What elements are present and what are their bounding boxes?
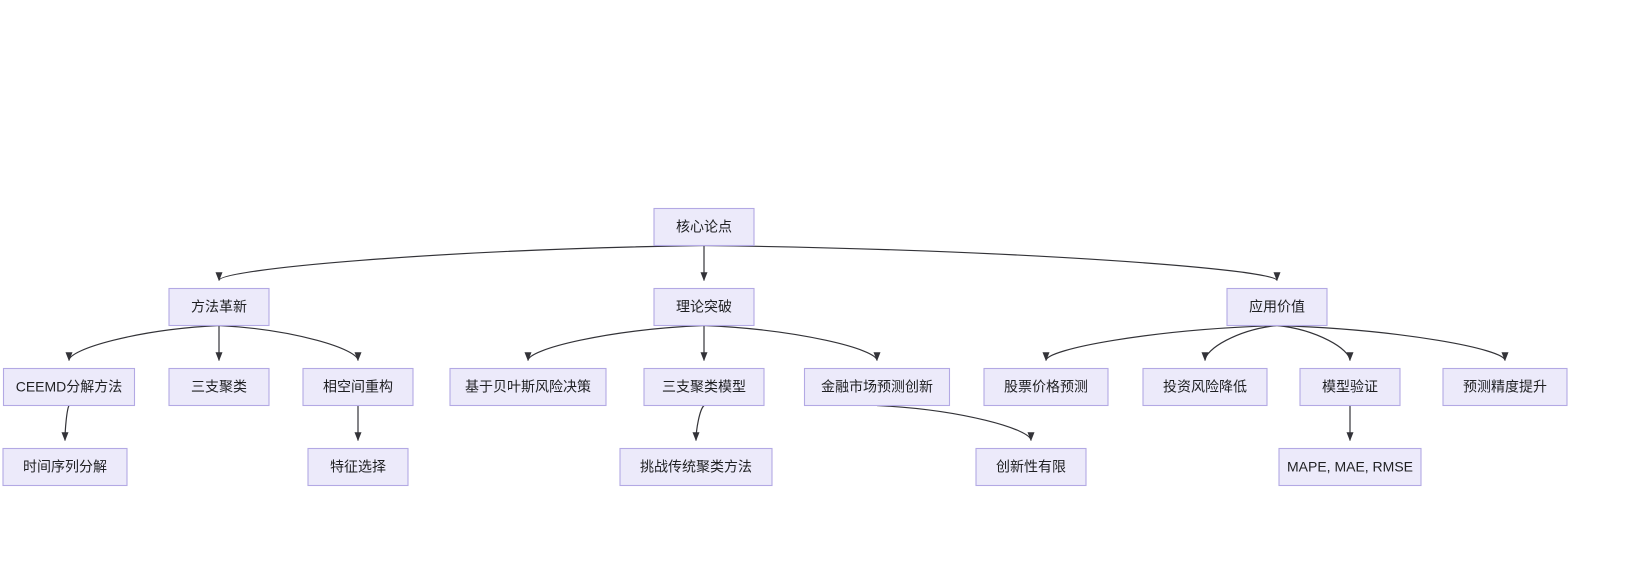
node-box-l3d[interactable]: [975, 447, 1087, 487]
node-label-l3d: 创新性有限: [996, 459, 1066, 475]
node-box-l1a[interactable]: [168, 287, 270, 327]
node-l1c[interactable]: 应用价值: [1226, 287, 1328, 327]
node-l3d[interactable]: 创新性有限: [975, 447, 1087, 487]
node-l3c[interactable]: 挑战传统聚类方法: [619, 447, 773, 487]
edge-l1c-to-l2c2: [1201, 324, 1278, 362]
node-l2a3[interactable]: 相空间重构: [302, 367, 414, 407]
node-l2b3[interactable]: 金融市场预测创新: [803, 367, 951, 407]
node-l2c4[interactable]: 预测精度提升: [1442, 367, 1568, 407]
node-label-l1b: 理论突破: [676, 299, 732, 315]
node-label-l2a3: 相空间重构: [323, 379, 393, 395]
node-label-l1c: 应用价值: [1249, 299, 1305, 315]
node-l3a[interactable]: 时间序列分解: [2, 447, 128, 487]
node-box-l1c[interactable]: [1226, 287, 1328, 327]
edge-l2b3-to-l3d: [876, 404, 1035, 442]
node-box-l2a1[interactable]: [2, 367, 136, 407]
node-label-l3b: 特征选择: [330, 459, 386, 475]
node-label-l3c: 挑战传统聚类方法: [640, 459, 752, 475]
node-box-l2c1[interactable]: [983, 367, 1109, 407]
edge-l1b-to-l2b1: [524, 324, 705, 362]
node-l2c1[interactable]: 股票价格预测: [983, 367, 1109, 407]
node-label-l2a2: 三支聚类: [191, 379, 247, 395]
node-l2a1[interactable]: CEEMD分解方法: [2, 367, 136, 407]
node-box-l2a3[interactable]: [302, 367, 414, 407]
node-l2b1[interactable]: 基于贝叶斯风险决策: [449, 367, 607, 407]
edge-l1b-to-l2b3: [703, 324, 881, 362]
node-box-l2b1[interactable]: [449, 367, 607, 407]
node-box-l2b2[interactable]: [643, 367, 765, 407]
node-label-l2b1: 基于贝叶斯风险决策: [465, 379, 591, 395]
node-box-l2c3[interactable]: [1299, 367, 1401, 407]
edge-layer: [61, 244, 1509, 442]
node-box-l1b[interactable]: [653, 287, 755, 327]
node-box-l3e[interactable]: [1278, 447, 1422, 487]
node-box-l3c[interactable]: [619, 447, 773, 487]
node-label-root: 核心论点: [676, 219, 732, 235]
node-l1b[interactable]: 理论突破: [653, 287, 755, 327]
edge-root-to-l1c: [703, 244, 1281, 282]
edge-l2b2-to-l3c: [692, 405, 705, 442]
node-root[interactable]: 核心论点: [653, 207, 755, 247]
node-l2b2[interactable]: 三支聚类模型: [643, 367, 765, 407]
node-label-l2c1: 股票价格预测: [1004, 379, 1088, 395]
node-l3e[interactable]: MAPE, MAE, RMSE: [1278, 447, 1422, 487]
edge-l1a-to-l2a1: [65, 324, 220, 362]
edge-l1c-to-l2c3: [1276, 324, 1354, 362]
node-box-root[interactable]: [653, 207, 755, 247]
node-box-l3b[interactable]: [307, 447, 409, 487]
edge-l1c-to-l2c1: [1042, 324, 1278, 362]
node-l2c2[interactable]: 投资风险降低: [1142, 367, 1268, 407]
node-box-l2a2[interactable]: [168, 367, 270, 407]
edge-l2a1-to-l3a: [61, 405, 70, 442]
node-label-l2a1: CEEMD分解方法: [16, 379, 123, 395]
node-label-l2b3: 金融市场预测创新: [821, 379, 933, 395]
node-l3b[interactable]: 特征选择: [307, 447, 409, 487]
node-box-l3a[interactable]: [2, 447, 128, 487]
node-label-l2c4: 预测精度提升: [1463, 379, 1547, 395]
node-box-l2c2[interactable]: [1142, 367, 1268, 407]
node-l1a[interactable]: 方法革新: [168, 287, 270, 327]
node-box-l2c4[interactable]: [1442, 367, 1568, 407]
node-l2c3[interactable]: 模型验证: [1299, 367, 1401, 407]
edge-l1c-to-l2c4: [1276, 324, 1509, 362]
node-label-l3e: MAPE, MAE, RMSE: [1287, 459, 1413, 475]
edge-l1a-to-l2a3: [218, 324, 362, 362]
node-box-l2b3[interactable]: [803, 367, 951, 407]
node-label-l2c3: 模型验证: [1322, 379, 1378, 395]
node-label-l2c2: 投资风险降低: [1163, 379, 1247, 395]
node-label-l2b2: 三支聚类模型: [662, 379, 746, 395]
node-l2a2[interactable]: 三支聚类: [168, 367, 270, 407]
node-label-l3a: 时间序列分解: [23, 459, 107, 475]
node-label-l1a: 方法革新: [191, 299, 247, 315]
edge-root-to-l1a: [215, 244, 705, 282]
